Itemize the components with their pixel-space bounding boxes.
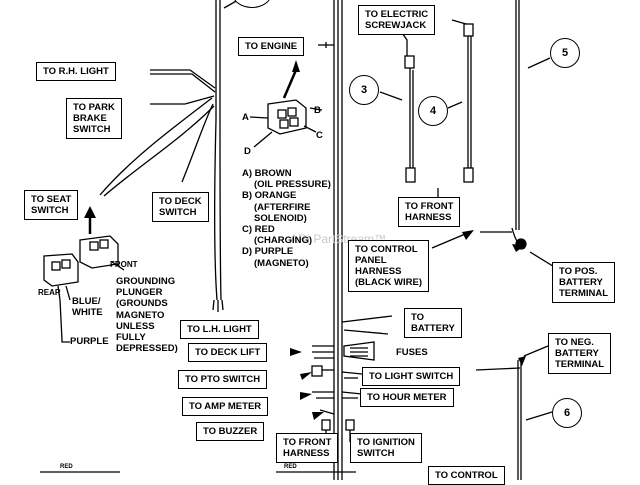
label-front-harness-bottom: TO FRONT HARNESS [276, 433, 339, 463]
label-line: HARNESS [283, 448, 330, 459]
label-line: BATTERY [555, 348, 599, 359]
label-line: TO IGNITION [357, 437, 415, 448]
arrow-seat [84, 206, 96, 218]
note-line: FULLY [116, 332, 146, 344]
label-hour-meter: TO HOUR METER [360, 388, 454, 407]
label-line: HARNESS [355, 266, 402, 277]
connector-letter-b: B [314, 105, 321, 116]
label-control-bottom: TO CONTROL [428, 466, 505, 485]
note-grounding: GROUNDING PLUNGER (GROUNDS MAGNETO UNLES… [116, 276, 178, 354]
label-line: SWITCH [159, 207, 197, 218]
connector-letter-d: D [244, 146, 251, 157]
note-line: MAGNETO [116, 309, 165, 321]
label-line: PANEL [355, 255, 387, 266]
arrow-neg [518, 356, 526, 366]
label-line: TO POS. [559, 266, 598, 277]
legend-line: B) ORANGE [242, 190, 297, 202]
label-engine: TO ENGINE [238, 37, 305, 56]
note-line: DEPRESSED) [116, 343, 178, 355]
label-line: (BLACK WIRE) [355, 277, 423, 288]
label-electric-screwjack: TO ELECTRIC SCREWJACK [358, 5, 436, 35]
note-line: WHITE [72, 307, 103, 318]
label-pos-battery: TO POS. BATTERY TERMINAL [552, 262, 616, 303]
note-line: PLUNGER [116, 287, 163, 299]
label-control-panel: TO CONTROL PANEL HARNESS (BLACK WIRE) [348, 240, 430, 292]
legend-line: (AFTERFIRE [254, 201, 311, 213]
label-ignition-switch: TO IGNITION SWITCH [350, 433, 422, 463]
note-line: UNLESS [116, 320, 155, 332]
label-rh-light: TO R.H. LIGHT [36, 62, 116, 81]
label-line: TO ELECTRIC [365, 9, 429, 20]
callout-4: 4 [418, 96, 448, 126]
label-line: BATTERY [411, 323, 455, 334]
callout-6: 6 [552, 398, 582, 428]
label-line: TO PARK [73, 102, 115, 113]
label-line: TO FRONT [405, 201, 454, 212]
arrow-pto [300, 372, 312, 380]
note-rear: REAR [38, 288, 61, 297]
legend-line: (CHARGING) [254, 235, 313, 247]
note-purple: PURPLE [70, 336, 109, 347]
label-pto-switch: TO PTO SWITCH [178, 370, 268, 389]
label-line: SWITCH [357, 448, 395, 459]
label-buzzer: TO BUZZER [196, 422, 265, 441]
label-battery: TO BATTERY [404, 308, 462, 338]
label-line: TO CONTROL [355, 244, 418, 255]
label-line: TERMINAL [559, 288, 609, 299]
note-line: BLUE/ [72, 296, 101, 307]
label-line: TO SEAT [31, 194, 72, 205]
label-line: SWITCH [31, 205, 69, 216]
wire-mark-red-right: RED [284, 464, 297, 470]
label-park-brake: TO PARK BRAKE SWITCH [66, 98, 122, 139]
wire-mark-red-left: RED [60, 464, 73, 470]
callout-5: 5 [550, 38, 580, 68]
label-line: TO [411, 312, 425, 323]
label-line: TO FRONT [283, 437, 332, 448]
label-light-switch: TO LIGHT SWITCH [362, 367, 461, 386]
arrow-deck-lift [290, 348, 302, 356]
label-line: TO NEG. [555, 337, 594, 348]
note-blue-white: BLUE/ WHITE [72, 296, 103, 318]
label-line: SWITCH [73, 124, 111, 135]
arrow-pos [512, 244, 524, 252]
legend-line: SOLENOID) [254, 212, 307, 224]
label-amp-meter: TO AMP METER [182, 397, 269, 416]
label-fuses: FUSES [390, 344, 434, 361]
label-line: BATTERY [559, 277, 603, 288]
connector-letter-a: A [242, 112, 249, 123]
note-line: GROUNDING [116, 276, 176, 287]
arrow-control [462, 230, 474, 240]
connector-legend: A) BROWN (OIL PRESSURE) B) ORANGE (AFTER… [242, 168, 331, 269]
arrow-amp [300, 392, 312, 400]
label-deck-switch: TO DECK SWITCH [152, 192, 209, 222]
label-line: SCREWJACK [365, 20, 427, 31]
label-front-harness-top: TO FRONT HARNESS [398, 197, 461, 227]
note-line: (GROUNDS [116, 298, 168, 310]
legend-line: C) RED [242, 224, 275, 236]
legend-line: (MAGNETO) [254, 257, 309, 269]
label-seat-switch: TO SEAT SWITCH [24, 190, 79, 220]
label-lh-light: TO L.H. LIGHT [180, 320, 259, 339]
label-deck-lift: TO DECK LIFT [188, 343, 268, 362]
label-line: TERMINAL [555, 359, 605, 370]
connector-letter-c: C [316, 130, 323, 141]
arrow-engine [292, 60, 300, 72]
callout-3: 3 [349, 75, 379, 105]
label-neg-battery: TO NEG. BATTERY TERMINAL [548, 333, 612, 374]
legend-line: A) BROWN [242, 168, 292, 179]
label-line: BRAKE [73, 113, 107, 124]
legend-line: (OIL PRESSURE) [254, 179, 331, 191]
legend-line: D) PURPLE [242, 246, 294, 258]
label-line: HARNESS [405, 212, 452, 223]
label-line: TO DECK [159, 196, 202, 207]
arrow-buzzer [312, 412, 324, 420]
note-front: FRONT [110, 260, 138, 269]
